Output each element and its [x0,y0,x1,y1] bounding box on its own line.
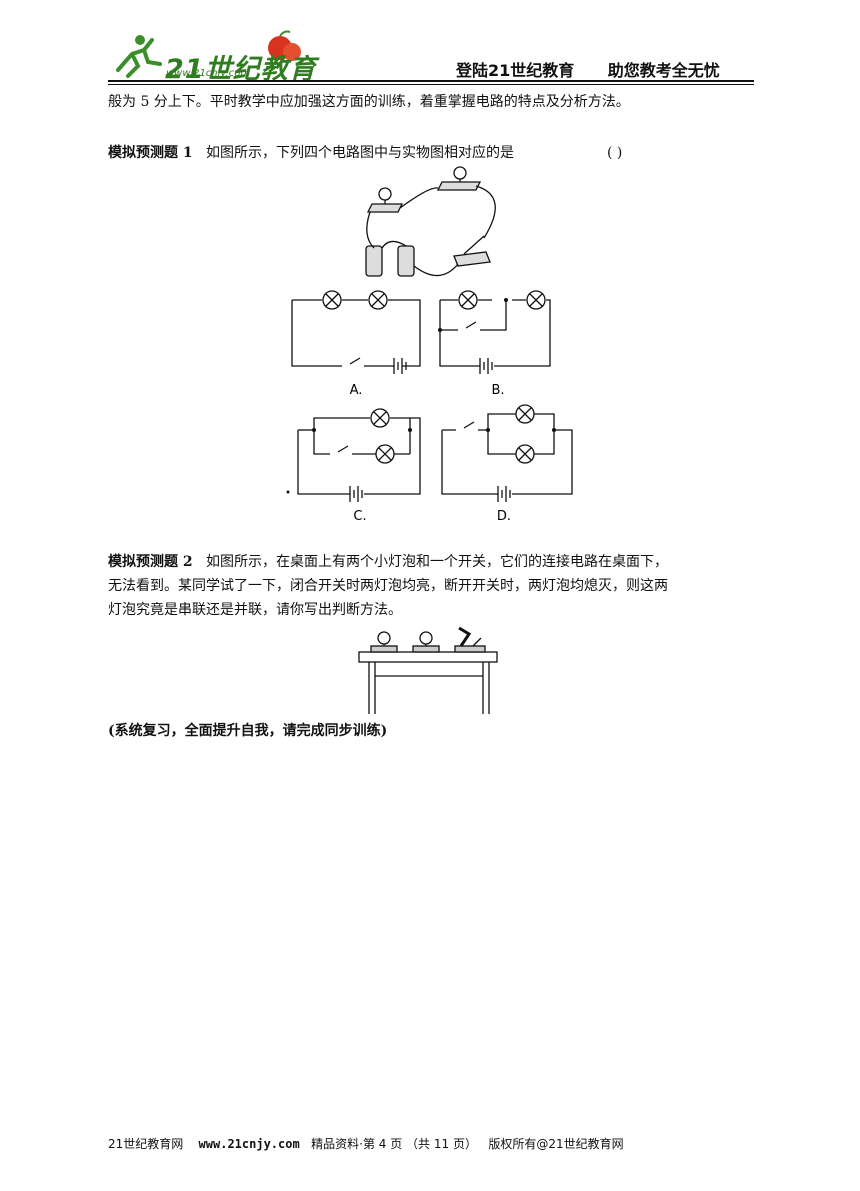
answer-bracket: ( ) [607,145,623,161]
runner-icon [116,35,162,78]
label-d: D. [497,509,511,524]
circuit-diagram-c [297,408,421,502]
logo-url: www.21cnjy.com [166,68,251,79]
circuit-diagram-d [441,404,573,502]
label-b: B. [491,383,504,398]
question-2-line-1: 模拟预测题 2 如图所示，在桌面上有两个小灯泡和一个开关，它们的连接电路在桌面下… [108,550,758,574]
circuit-diagram-a [291,290,421,374]
page-footer: 21世纪教育网 www.21cnjy.com 精品资料·第 4 页 （共 11 … [108,1135,624,1152]
footer-page-info: 精品资料·第 4 页 （共 11 页） [311,1137,477,1151]
intro-paragraph: 般为 5 分上下。平时教学中应加强这方面的训练，着重掌握电路的特点及分析方法。 [108,94,630,110]
question-2-text-1: 如图所示，在桌面上有两个小灯泡和一个开关，它们的连接电路在桌面下， [205,554,668,570]
question-2-line-2: 无法看到。某同学试了一下，闭合开关时两灯泡均亮，断开开关时，两灯泡均熄灭，则这两 [108,578,668,594]
question-1-label: 模拟预测题 1 [108,145,193,161]
footer-site: 21世纪教育网 [108,1137,184,1151]
table-figure [358,626,498,714]
circuit-diagram-b [439,290,551,374]
header-rule [108,80,754,82]
header-rule-thin [108,84,754,85]
site-logo [116,30,301,78]
question-1-text: 如图所示，下列四个电路图中与实物图相对应的是 [205,145,514,161]
circuit-figure: A. B. C. D. [286,166,573,524]
logo-text: 21世纪教育 [165,54,317,85]
summary-note: (系统复习，全面提升自我，请完成同步训练) [108,723,388,739]
question-1: 模拟预测题 1 如图所示，下列四个电路图中与实物图相对应的是 [108,141,514,165]
physical-circuit-picture [365,166,496,277]
question-2: 模拟预测题 2 如图所示，在桌面上有两个小灯泡和一个开关，它们的连接电路在桌面下… [108,550,758,622]
header-slogan: 登陆21世纪教育 助您教考全无忧 [456,57,720,81]
label-c: C. [353,509,366,524]
question-2-line-3: 灯泡究竟是串联还是并联，请你写出判断方法。 [108,602,402,618]
footer-copyright: 版权所有@21世纪教育网 [488,1137,624,1151]
label-a: A. [350,383,363,398]
slogan-left: 登陆21世纪教育 [456,61,575,80]
slogan-right: 助您教考全无忧 [607,61,720,80]
footer-url[interactable]: www.21cnjy.com [198,1137,300,1151]
question-2-label: 模拟预测题 2 [108,554,193,570]
apple-icon [268,30,301,61]
